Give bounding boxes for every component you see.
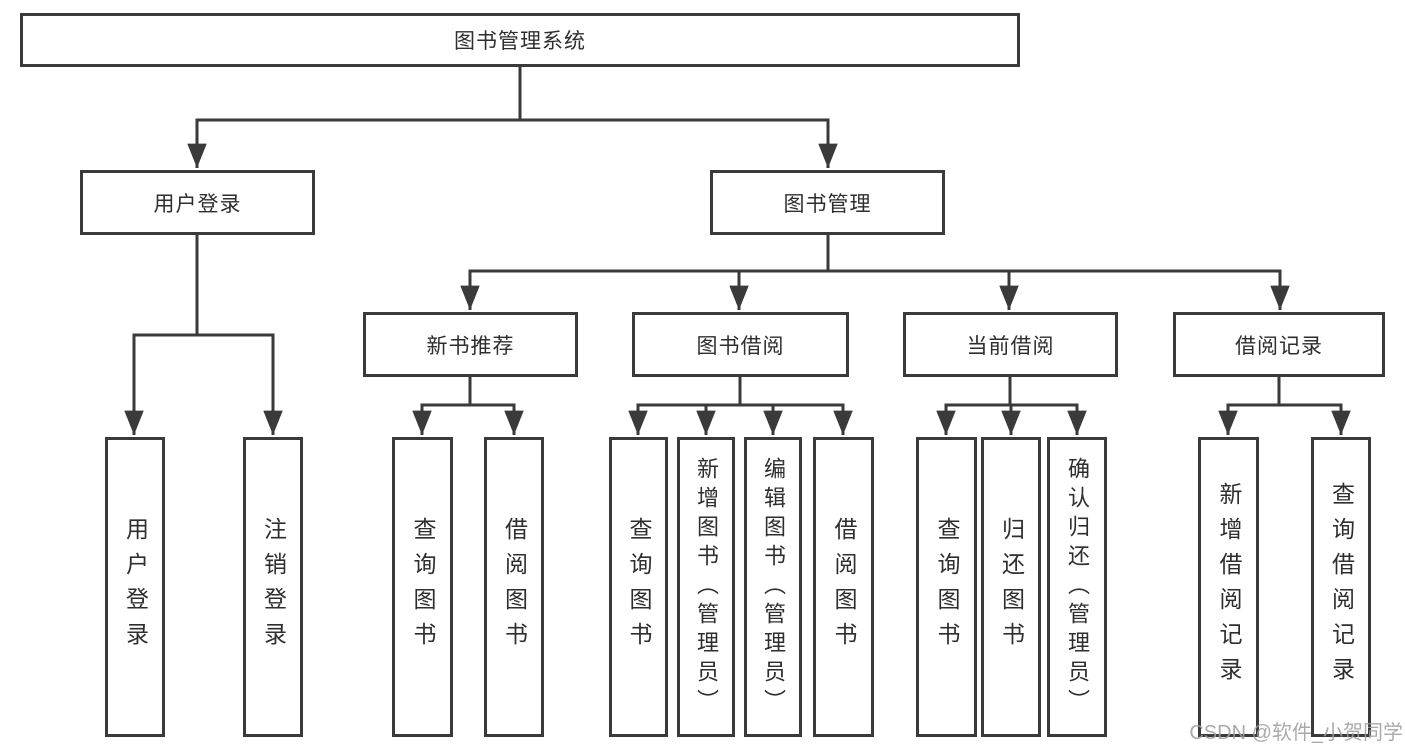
leaf-add-books-admin-label: 新增图书（管理员） [694, 456, 719, 718]
node-borrowing-records: 借阅记录 [1173, 312, 1385, 377]
leaf-add-books-admin: 新增图书（管理员） [677, 437, 735, 737]
leaf-borrow-books-label: 借阅图书 [831, 517, 857, 657]
leaf-borrow-books: 借阅图书 [813, 437, 874, 737]
leaf-query-books-borrow: 查询图书 [609, 437, 668, 737]
leaf-add-borrow-record: 新增借阅记录 [1198, 437, 1259, 737]
leaf-query-borrow-record-label: 查询借阅记录 [1328, 482, 1355, 692]
node-book-borrowing: 图书借阅 [632, 312, 849, 377]
watermark: CSDN @软件_小贺同学 [1189, 722, 1403, 744]
leaf-query-books-recommend: 查询图书 [392, 437, 453, 737]
leaf-borrow-books-recommend: 借阅图书 [484, 437, 544, 737]
node-library-system-label: 图书管理系统 [454, 30, 586, 53]
leaf-edit-books-admin-label: 编辑图书（管理员） [761, 456, 786, 718]
node-library-system: 图书管理系统 [20, 13, 1020, 67]
leaf-query-books-current: 查询图书 [916, 437, 977, 737]
node-book-management: 图书管理 [710, 170, 945, 235]
node-borrowing-records-label: 借阅记录 [1235, 334, 1323, 358]
leaf-user-login-label: 用户登录 [122, 517, 149, 657]
leaf-confirm-return-admin: 确认归还（管理员） [1047, 437, 1107, 737]
node-user-login-label: 用户登录 [153, 192, 242, 216]
node-user-login: 用户登录 [80, 170, 315, 235]
node-new-book-recommend: 新书推荐 [363, 312, 578, 377]
tree-lines [132, 65, 1343, 407]
leaf-query-borrow-record: 查询借阅记录 [1311, 437, 1371, 737]
node-book-management-label: 图书管理 [783, 192, 872, 216]
leaf-add-borrow-record-label: 新增借阅记录 [1216, 482, 1242, 692]
leaf-logout-label: 注销登录 [260, 517, 287, 657]
leaf-query-books-recommend-label: 查询图书 [410, 517, 436, 657]
arrow-lines [124, 120, 1351, 435]
leaf-user-login: 用户登录 [105, 437, 165, 737]
leaf-borrow-books-recommend-label: 借阅图书 [501, 517, 528, 657]
leaf-edit-books-admin: 编辑图书（管理员） [744, 437, 802, 737]
leaf-confirm-return-admin-label: 确认归还（管理员） [1065, 456, 1090, 718]
leaf-logout: 注销登录 [243, 437, 303, 737]
node-book-borrowing-label: 图书借阅 [696, 334, 785, 358]
leaf-return-books-label: 归还图书 [998, 517, 1025, 657]
leaf-return-books: 归还图书 [981, 437, 1041, 737]
leaf-query-books-current-label: 查询图书 [934, 517, 960, 657]
node-new-book-recommend-label: 新书推荐 [426, 334, 515, 358]
node-current-borrowing-label: 当前借阅 [966, 334, 1055, 358]
node-current-borrowing: 当前借阅 [903, 312, 1118, 377]
leaf-query-books-borrow-label: 查询图书 [626, 517, 652, 657]
